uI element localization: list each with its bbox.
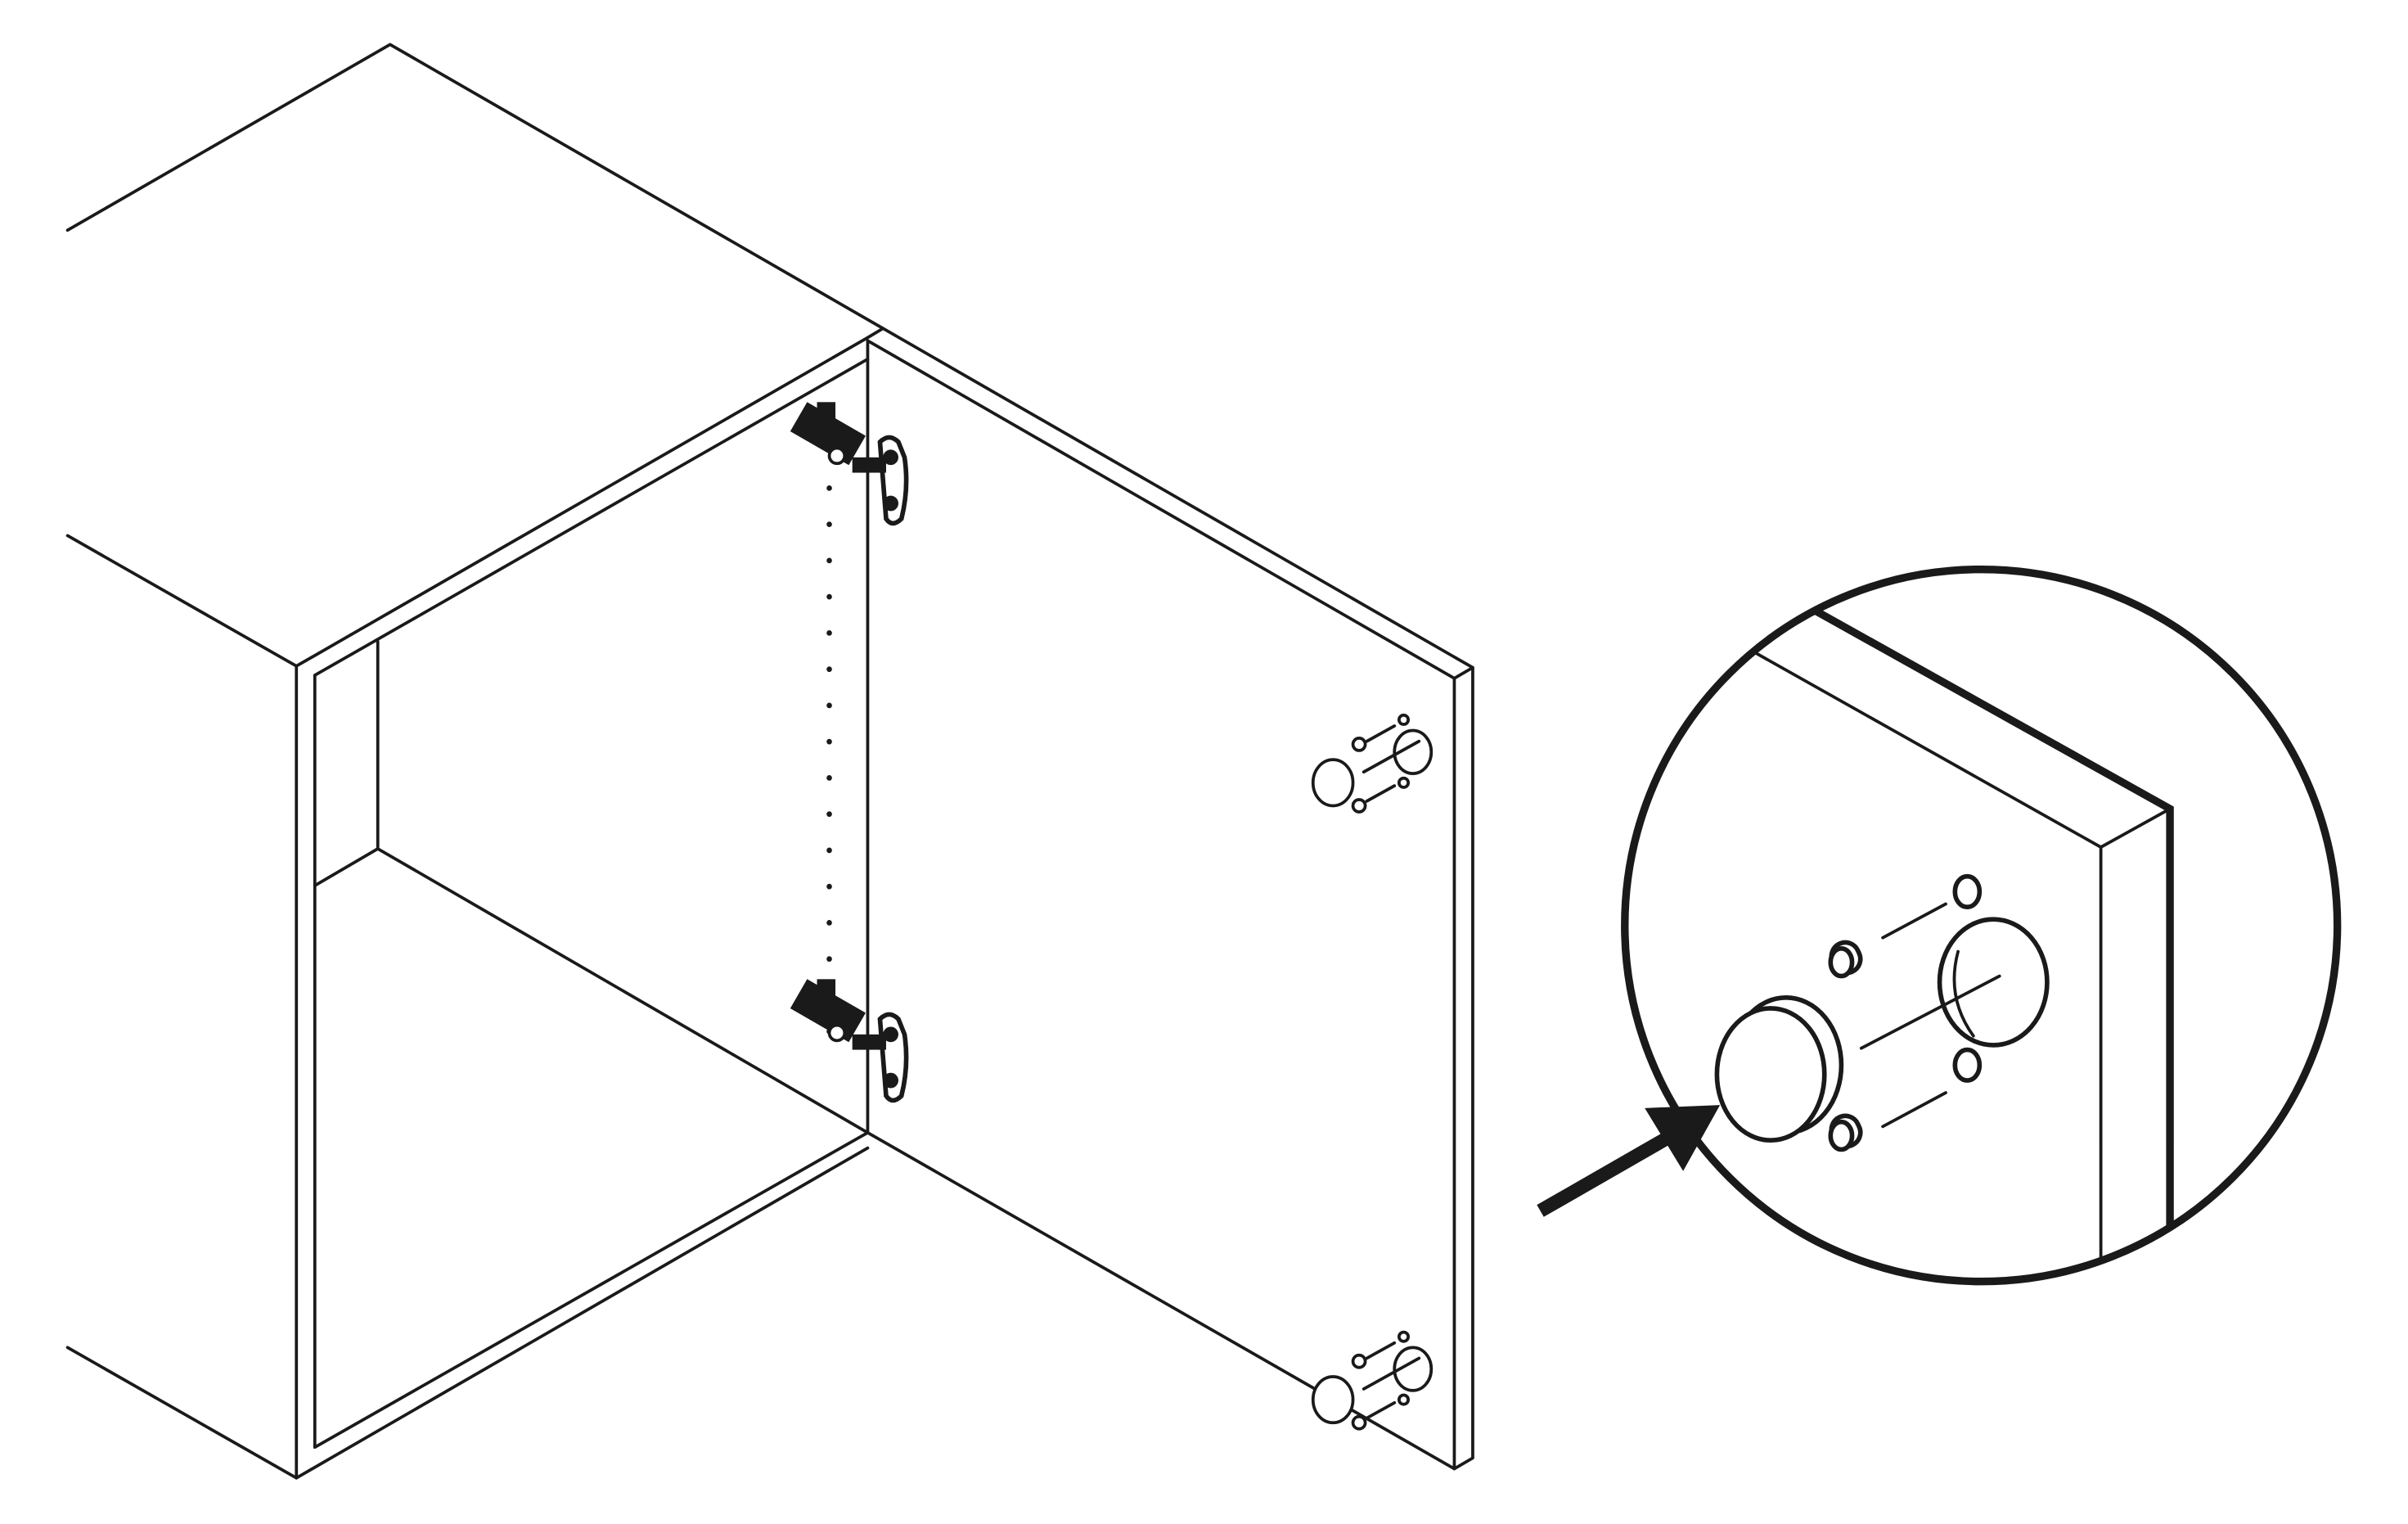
cabinet-side-top-edge xyxy=(65,534,299,668)
door-face xyxy=(866,339,1456,1471)
hinge-icon xyxy=(790,402,909,526)
door-bumper-icon xyxy=(1311,1330,1434,1431)
cabinet-back-panel xyxy=(376,639,870,1134)
cabinet-side-bottom-edge xyxy=(65,1346,299,1480)
cabinet-front-inner xyxy=(313,357,870,1450)
cabinet-top xyxy=(65,43,885,340)
door-bumper-icon xyxy=(1311,713,1434,814)
door-edge xyxy=(881,327,1474,1471)
cabinet-back-bottom xyxy=(313,847,380,887)
hinge-icon xyxy=(790,979,909,1103)
door xyxy=(866,327,1474,1471)
arrow-icon xyxy=(1537,1105,1721,1217)
door-edge-corner xyxy=(1452,665,1474,680)
door-bumper-detail xyxy=(1714,873,2050,1152)
magnifier-circle xyxy=(1621,565,2342,1286)
cabinet-front-outer xyxy=(295,336,870,1480)
cabinet xyxy=(65,43,885,1480)
